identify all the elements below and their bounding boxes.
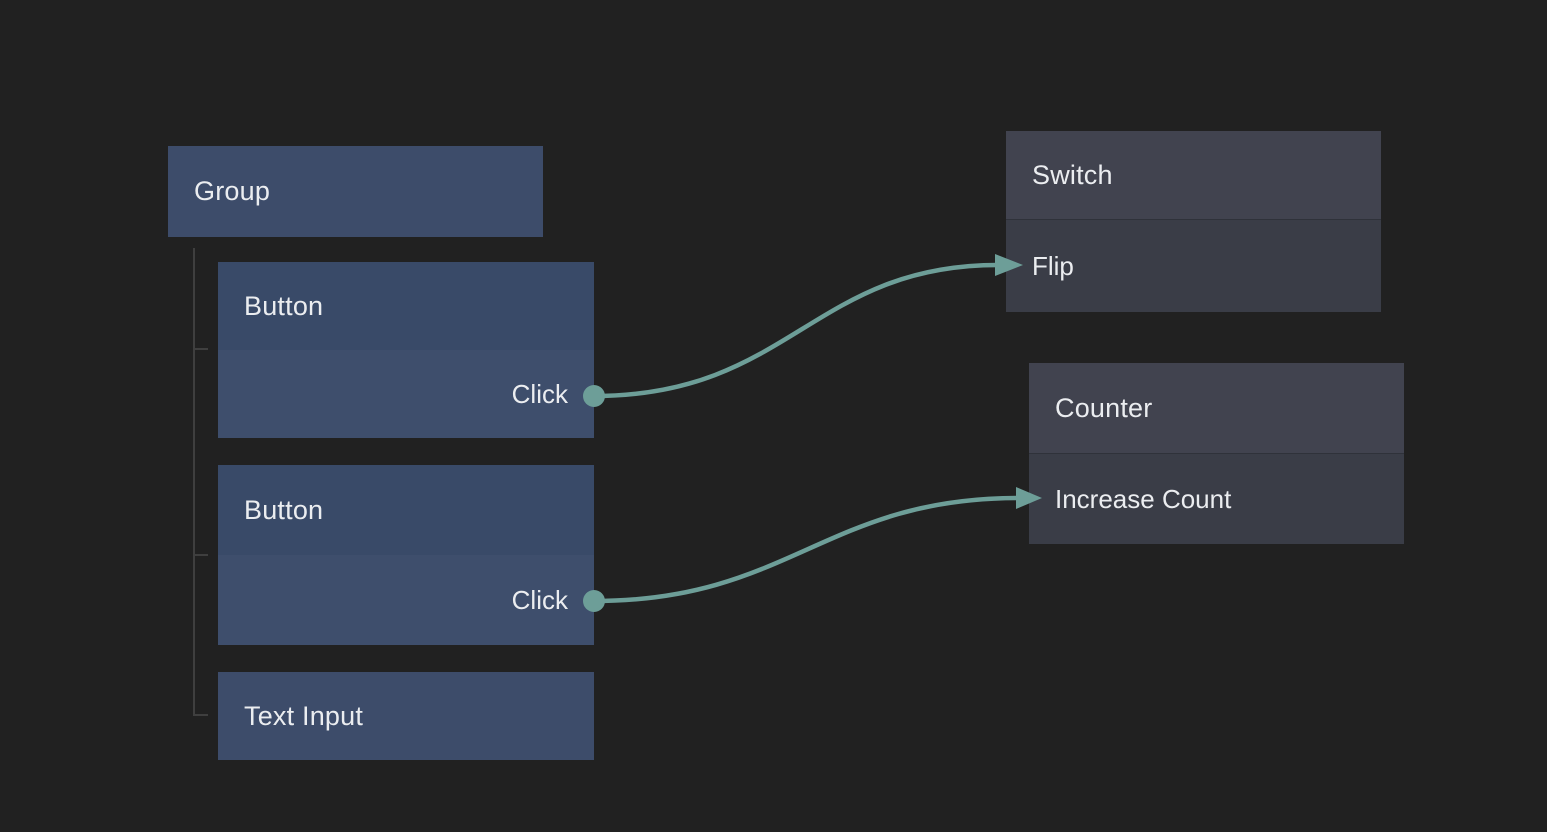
node-switch[interactable]: Switch Flip xyxy=(1006,131,1381,312)
input-port-label-increase-count: Increase Count xyxy=(1055,483,1232,514)
node-counter[interactable]: Counter Increase Count xyxy=(1029,363,1404,544)
output-port-dot-button2-click[interactable] xyxy=(583,590,605,612)
node-button-2[interactable]: Button Click xyxy=(218,465,594,645)
output-port-label-click: Click xyxy=(511,378,568,409)
tree-branch-tick xyxy=(193,714,208,716)
wire-button1-click-to-switch-flip[interactable] xyxy=(591,262,1001,399)
tree-branch-tick xyxy=(193,554,208,556)
tree-branch-tick xyxy=(193,348,208,350)
input-port-label-flip: Flip xyxy=(1032,250,1074,281)
node-group-title: Group xyxy=(194,176,271,206)
node-text-input-title: Text Input xyxy=(244,700,364,731)
node-text-input[interactable]: Text Input xyxy=(218,672,594,760)
node-button-1[interactable]: Button Click xyxy=(218,262,594,438)
node-counter-title: Counter xyxy=(1055,392,1153,423)
node-button-1-title: Button xyxy=(244,290,324,321)
node-button-2-title: Button xyxy=(244,494,324,525)
node-group[interactable]: Group xyxy=(168,146,543,237)
node-switch-title: Switch xyxy=(1032,159,1113,190)
wire-button2-click-to-counter-increase-count[interactable] xyxy=(591,495,1021,604)
output-port-dot-button1-click[interactable] xyxy=(583,385,605,407)
output-port-label-click: Click xyxy=(511,584,568,615)
group-children-connector-line xyxy=(193,248,195,716)
